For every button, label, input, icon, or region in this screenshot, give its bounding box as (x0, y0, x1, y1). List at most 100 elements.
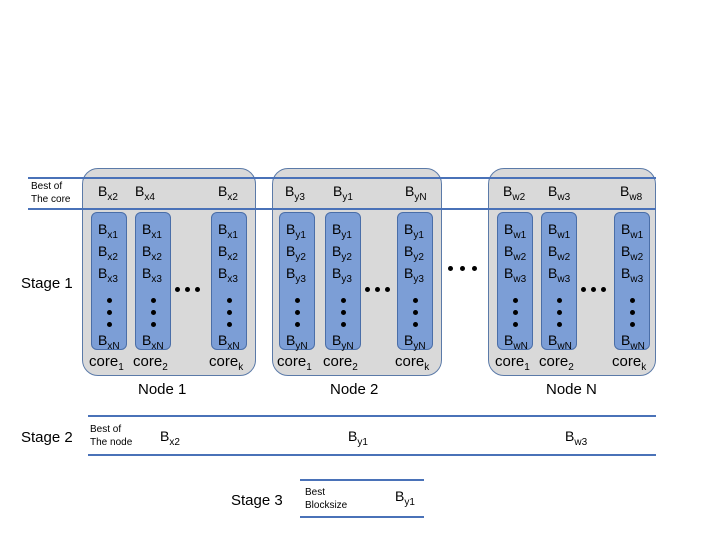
vertical-ellipsis-dot (557, 322, 562, 327)
best-blocksize-label-line2: Blocksize (305, 500, 348, 511)
node-1-best-core-2: Bx4 (135, 183, 155, 203)
block-item-last: BxN (98, 332, 120, 352)
node-1-core-label-3: corek (209, 353, 244, 373)
vertical-ellipsis-dot (630, 310, 635, 315)
vertical-ellipsis-dot (513, 322, 518, 327)
block-item: Bw2 (504, 243, 527, 263)
block-item-last: ByN (332, 332, 354, 352)
node-n-name: Node N (546, 381, 597, 398)
block-item: Bw2 (621, 243, 644, 263)
vertical-ellipsis-dot (227, 322, 232, 327)
stage-3-label: Stage 3 (231, 492, 283, 509)
node-2-core-3-column (397, 212, 433, 350)
vertical-ellipsis-dot (295, 322, 300, 327)
vertical-ellipsis-dot (413, 322, 418, 327)
block-item-last: ByN (286, 332, 308, 352)
node-1-core-3-column (211, 212, 247, 350)
block-item: Bw3 (548, 265, 571, 285)
block-item-last: BxN (218, 332, 240, 352)
node-1-core-1-column (91, 212, 127, 350)
node-2-best-core-3: ByN (405, 183, 427, 203)
node-1-core-label-2: core2 (133, 353, 168, 373)
node-2-core-label-3: corek (395, 353, 430, 373)
vertical-ellipsis-dot (107, 322, 112, 327)
best-core-label-line2: The core (31, 194, 71, 205)
stage2-bottom-line (88, 454, 656, 456)
node-n-best-core-2: Bw3 (548, 183, 571, 203)
block-item: Bw1 (504, 221, 527, 241)
vertical-ellipsis-dot (151, 298, 156, 303)
vertical-ellipsis-dot (227, 310, 232, 315)
vertical-ellipsis-dot (630, 322, 635, 327)
vertical-ellipsis-dot (295, 310, 300, 315)
block-item: Bw1 (548, 221, 571, 241)
node-2-best-core-1: By3 (285, 183, 305, 203)
node-2-core-1-column (279, 212, 315, 350)
node-1-name: Node 1 (138, 381, 187, 398)
stage3-bottom-line (300, 516, 424, 518)
block-item-last: BwN (621, 332, 645, 352)
vertical-ellipsis-dot (107, 298, 112, 303)
block-item-last: ByN (404, 332, 426, 352)
vertical-ellipsis-dot (107, 310, 112, 315)
block-item: By1 (286, 221, 306, 241)
vertical-ellipsis-dot (413, 298, 418, 303)
block-item: Bw3 (504, 265, 527, 285)
node-1-core-2-column (135, 212, 171, 350)
stage-1-label: Stage 1 (21, 275, 73, 292)
block-item: Bx2 (218, 243, 238, 263)
block-item: Bx1 (142, 221, 162, 241)
vertical-ellipsis-dot (413, 310, 418, 315)
node-2-core-2-column (325, 212, 361, 350)
best-node-label-line1: Best of (90, 424, 122, 435)
node-n-core-label-3: corek (612, 353, 647, 373)
node-2-core-label-1: core1 (277, 353, 312, 373)
block-item: Bx2 (142, 243, 162, 263)
stage2-best-1: Bx2 (160, 428, 180, 448)
node-n-best-core-3: Bw8 (620, 183, 643, 203)
vertical-ellipsis-dot (513, 298, 518, 303)
node-2-best-core-2: By1 (333, 183, 353, 203)
vertical-ellipsis-dot (151, 322, 156, 327)
vertical-ellipsis-dot (151, 310, 156, 315)
vertical-ellipsis-dot (630, 298, 635, 303)
node-n-best-core-1: Bw2 (503, 183, 526, 203)
node-n-core-label-1: core1 (495, 353, 530, 373)
node-1-best-core-3: Bx2 (218, 183, 238, 203)
block-item-last: BwN (504, 332, 528, 352)
block-item: By1 (404, 221, 424, 241)
block-item: Bx1 (98, 221, 118, 241)
block-item: By3 (286, 265, 306, 285)
block-item: By2 (332, 243, 352, 263)
block-item-last: BxN (142, 332, 164, 352)
stage2-best-3: Bw3 (565, 428, 588, 448)
node-n-core-1-column (497, 212, 533, 350)
stage3-top-line (300, 479, 424, 481)
block-item: By3 (404, 265, 424, 285)
stage3-best: By1 (395, 488, 415, 508)
node-2-core-label-2: core2 (323, 353, 358, 373)
block-item: By2 (404, 243, 424, 263)
block-item: By1 (332, 221, 352, 241)
node-n-core-label-2: core2 (539, 353, 574, 373)
vertical-ellipsis-dot (227, 298, 232, 303)
block-item: Bx3 (98, 265, 118, 285)
node-n-core-3-column (614, 212, 650, 350)
block-item: Bx3 (142, 265, 162, 285)
block-item: Bx2 (98, 243, 118, 263)
vertical-ellipsis-dot (513, 310, 518, 315)
stage2-best-2: By1 (348, 428, 368, 448)
stage2-top-line (88, 415, 656, 417)
block-item: Bx3 (218, 265, 238, 285)
block-item: Bw1 (621, 221, 644, 241)
block-item: Bx1 (218, 221, 238, 241)
best-node-label-line2: The node (90, 437, 133, 448)
stage-2-label: Stage 2 (21, 429, 73, 446)
vertical-ellipsis-dot (295, 298, 300, 303)
block-item-last: BwN (548, 332, 572, 352)
best-blocksize-label-line1: Best (305, 487, 326, 498)
block-item: Bw2 (548, 243, 571, 263)
block-item: By3 (332, 265, 352, 285)
vertical-ellipsis-dot (557, 298, 562, 303)
best-core-bottom-line (28, 208, 656, 210)
